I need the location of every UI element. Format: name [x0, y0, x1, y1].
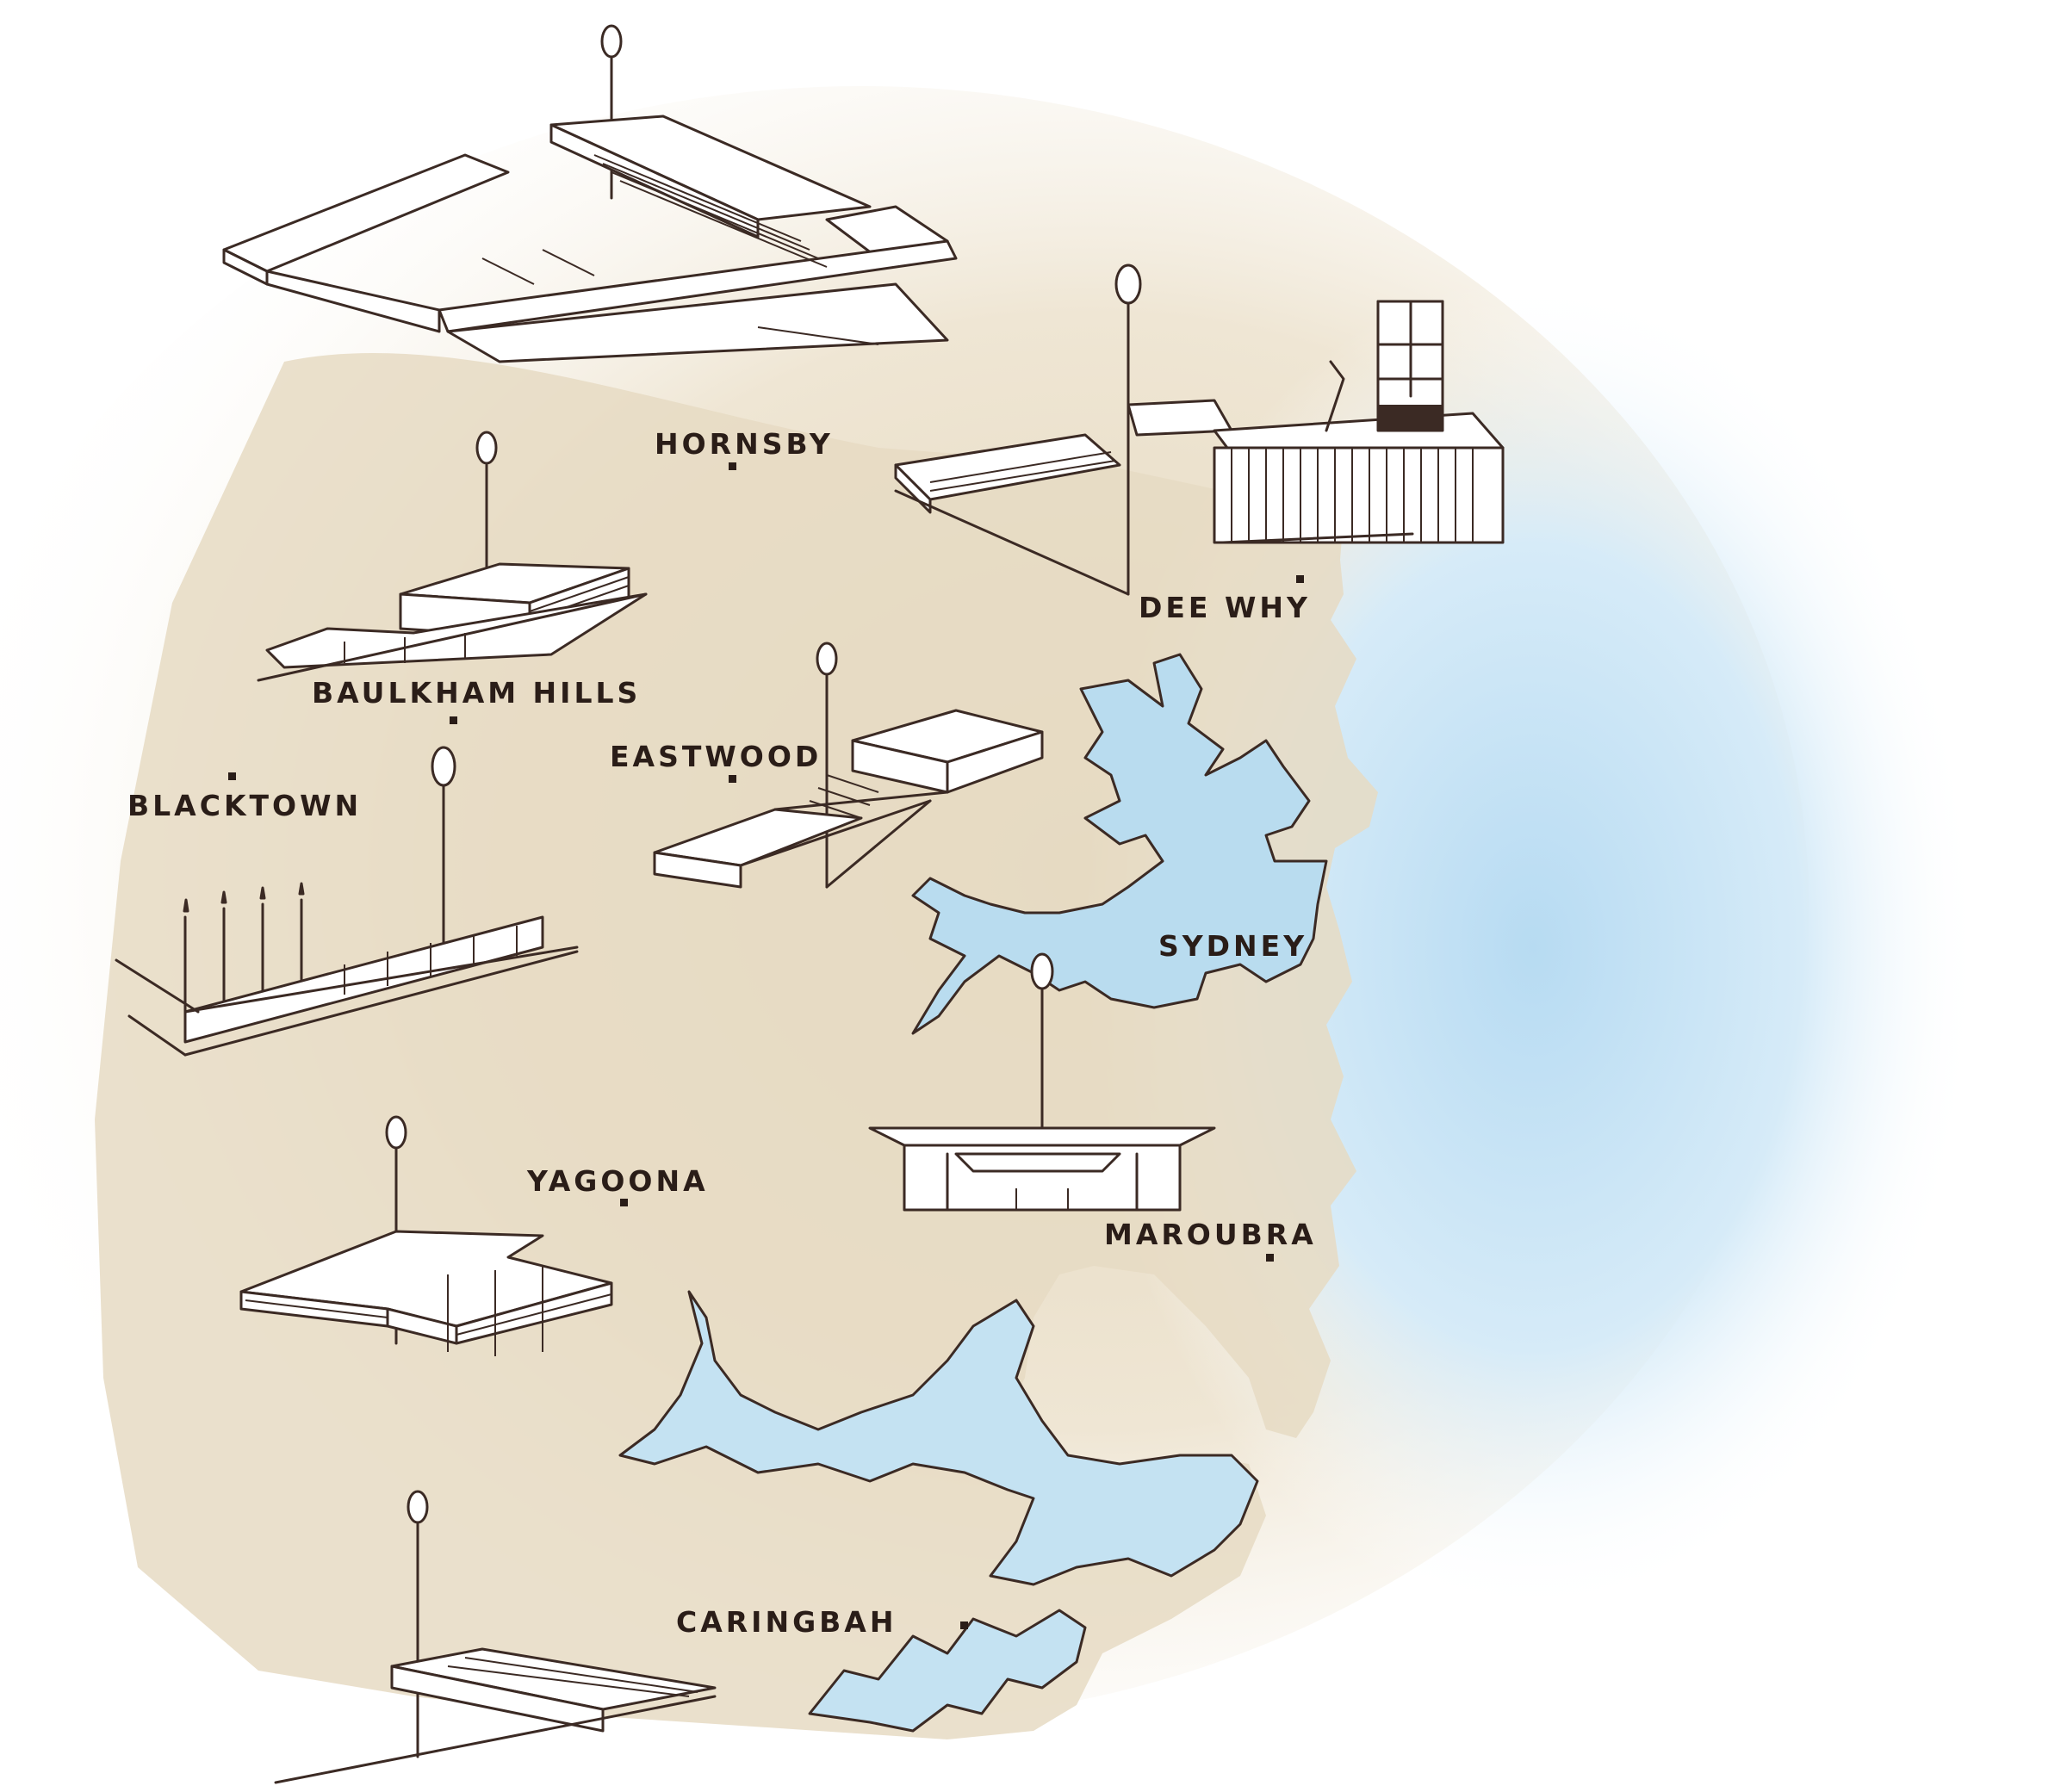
- town-marker: [729, 462, 736, 470]
- town-marker: [960, 1621, 968, 1629]
- town-marker: [620, 1199, 628, 1206]
- blacktown-building-sketch: [115, 746, 579, 1057]
- place-hornsby: HORNSBY: [655, 427, 834, 470]
- town-marker: [228, 772, 236, 780]
- place-label: YAGOONA: [526, 1164, 709, 1198]
- place-blacktown: BLACKTOWN: [127, 772, 362, 822]
- southern-creek: [808, 1609, 1087, 1733]
- place-label: HORNSBY: [655, 427, 834, 461]
- place-baulkham-hills: BAULKHAM HILLS: [312, 676, 641, 724]
- maroubra-building-sketch: [868, 952, 1216, 1212]
- place-caringbah: CARINGBAH: [676, 1605, 968, 1639]
- yagoona-building-sketch: [239, 1115, 613, 1356]
- place-label: DEE WHY: [1139, 591, 1311, 624]
- place-label: BAULKHAM HILLS: [312, 676, 641, 710]
- bay-water: [618, 1290, 1259, 1586]
- place-label: BLACKTOWN: [127, 789, 362, 822]
- harbour-water: [911, 653, 1328, 1035]
- dee-why-building-sketch: [894, 264, 1505, 596]
- place-dee-why: DEE WHY: [1139, 575, 1311, 624]
- eastwood-building-sketch: [653, 642, 1044, 889]
- town-marker: [1266, 1254, 1274, 1262]
- place-maroubra: MAROUBRA: [1104, 1218, 1317, 1262]
- place-label: CARINGBAH: [676, 1605, 897, 1639]
- place-label: EASTWOOD: [610, 740, 822, 773]
- town-marker: [729, 775, 736, 783]
- place-label: MAROUBRA: [1104, 1218, 1317, 1251]
- caringbah-building-sketch: [274, 1490, 717, 1784]
- town-marker: [450, 716, 457, 724]
- place-eastwood: EASTWOOD: [610, 740, 822, 783]
- place-label: SYDNEY: [1158, 929, 1307, 963]
- baulkham-hills-building-sketch: [257, 431, 648, 682]
- place-sydney: SYDNEY: [1158, 929, 1307, 963]
- hornsby-building-sketch: [222, 24, 958, 363]
- town-marker: [1296, 575, 1304, 583]
- place-yagoona: YAGOONA: [526, 1164, 709, 1206]
- coastline-land: [95, 353, 1378, 1740]
